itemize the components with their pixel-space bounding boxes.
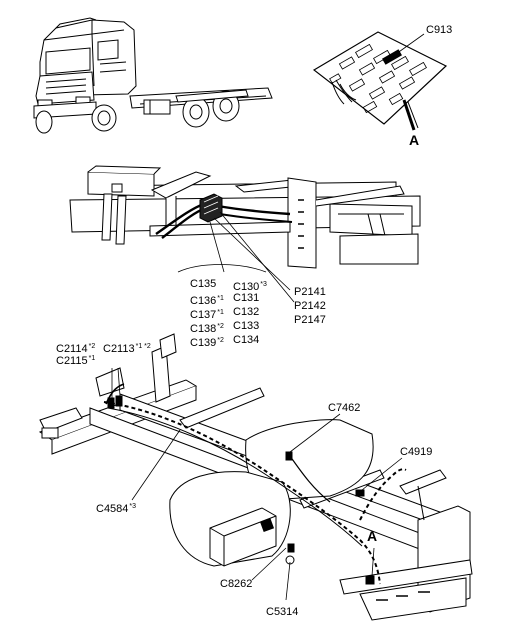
label-p2142: P2142 [294, 300, 326, 312]
label-c4584: C4584*3 [96, 500, 136, 516]
label-c2113: C2113*1 *2 [103, 340, 151, 356]
connector-panel-c913 [312, 31, 448, 131]
frame-crossmember-assembly [69, 165, 421, 269]
label-c131: C131 [233, 292, 260, 304]
label-c7462: C7462 [328, 402, 361, 414]
label-c136-code: C136 [190, 295, 217, 307]
label-c138-note: *2 [217, 323, 224, 330]
label-c2115-code: C2115 [56, 355, 88, 367]
label-c2113-code: C2113 [103, 343, 135, 355]
label-c130: C130*3 [233, 278, 267, 294]
label-c130-note: *3 [260, 281, 267, 288]
truck-illustration [33, 17, 273, 134]
label-c137-code: C137 [190, 309, 217, 321]
label-c135: C135 [190, 278, 217, 290]
label-c132: C132 [233, 306, 260, 318]
chassis-frame [38, 333, 473, 621]
label-c4584-code: C4584 [96, 503, 129, 515]
leaders-bottom [111, 367, 403, 601]
label-c139: C139*2 [190, 334, 224, 350]
label-c133: C133 [233, 320, 260, 332]
label-c139-note: *2 [217, 337, 224, 344]
label-c2114-code: C2114 [56, 343, 88, 355]
label-c2115: C2115*1 [56, 352, 95, 368]
label-p2147: P2147 [294, 314, 326, 326]
label-c8262: C8262 [220, 578, 253, 590]
label-c138-code: C138 [190, 323, 217, 335]
leader-c913 [395, 33, 425, 55]
label-c136: C136*1 [190, 292, 224, 308]
label-c2114-note: *2 [88, 343, 96, 350]
label-c139-code: C139 [190, 337, 217, 349]
label-p2141: P2141 [294, 286, 326, 298]
leaders-middle [177, 211, 295, 303]
label-c913: C913 [426, 24, 453, 36]
label-c134: C134 [233, 334, 260, 346]
label-c4584-note: *3 [129, 503, 137, 510]
label-c2114: C2114*2 [56, 340, 95, 356]
label-c138: C138*2 [190, 320, 224, 336]
label-c4919: C4919 [400, 446, 433, 458]
label-a-top: A [409, 132, 420, 148]
label-c2115-note: *1 [88, 355, 96, 362]
label-c136-note: *1 [217, 295, 224, 302]
label-c130-code: C130 [233, 281, 260, 293]
label-c137: C137*1 [190, 306, 224, 322]
label-c137-note: *1 [217, 309, 224, 316]
label-a-bottom: A [367, 528, 378, 544]
label-c5314: C5314 [266, 606, 299, 618]
label-c2113-note: *1 *2 [135, 343, 151, 350]
